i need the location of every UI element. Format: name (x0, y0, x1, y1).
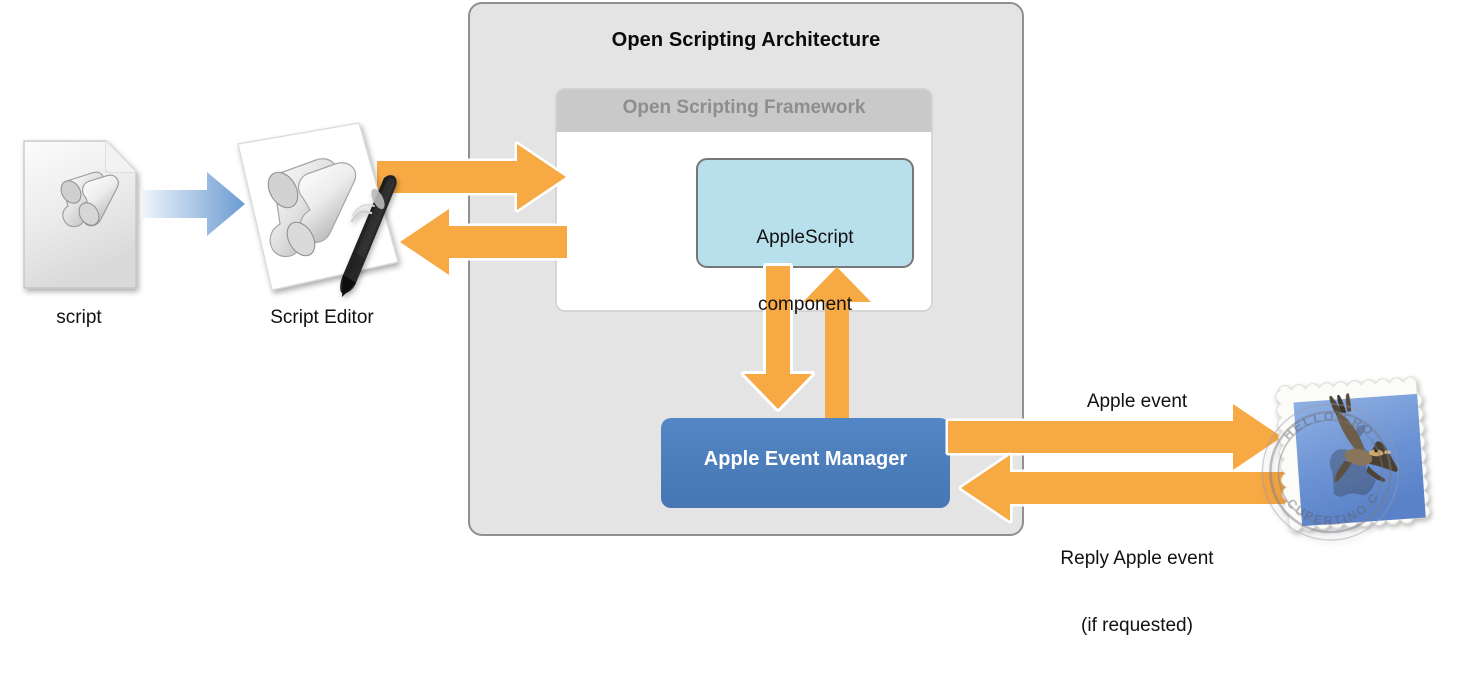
script-scroll-glyph (60, 171, 119, 228)
fountain-pen-glyph (340, 175, 397, 297)
osa-diagram: HELLO FROM CUPERTINO CA (0, 0, 1431, 563)
reply-apple-event-edge-label: Reply Apple event (if requested) (1004, 503, 1270, 682)
reply-apple-event-line1: Reply Apple event (1060, 547, 1214, 569)
script-document-icon[interactable] (23, 139, 138, 289)
script-editor-scroll-glyph (267, 158, 357, 258)
arrow-aem-to-component (803, 267, 871, 418)
apple-event-manager-label: Apple Event Manager (703, 448, 908, 470)
arrow-script-to-editor (143, 172, 245, 236)
script-editor-icon[interactable] (237, 122, 399, 297)
open-scripting-framework-header: Open Scripting Framework (622, 97, 866, 118)
apple-event-edge-label: Apple event (1086, 391, 1188, 412)
arrow-component-to-aem (741, 263, 815, 412)
script-editor-icon-label: Script Editor (270, 307, 374, 328)
script-icon-label: script (56, 307, 102, 328)
arrow-reply-apple-event-to-aem (958, 452, 1323, 524)
applescript-component-line1: AppleScript (756, 226, 854, 248)
apple-event-manager-box[interactable] (661, 418, 950, 508)
applescript-component-line2: component (757, 294, 852, 316)
arrow-editor-to-framework (374, 141, 569, 213)
diagram-canvas: HELLO FROM CUPERTINO CA script Script Ed… (0, 0, 1431, 636)
arrow-framework-to-editor (397, 206, 570, 278)
reply-apple-event-line2: (if requested) (1081, 615, 1193, 637)
applescript-component-box[interactable] (696, 158, 914, 268)
arrow-apple-event-to-mail (945, 401, 1285, 473)
applescript-component-label: AppleScript component (698, 182, 912, 361)
open-scripting-architecture-title: Open Scripting Architecture (611, 29, 881, 51)
